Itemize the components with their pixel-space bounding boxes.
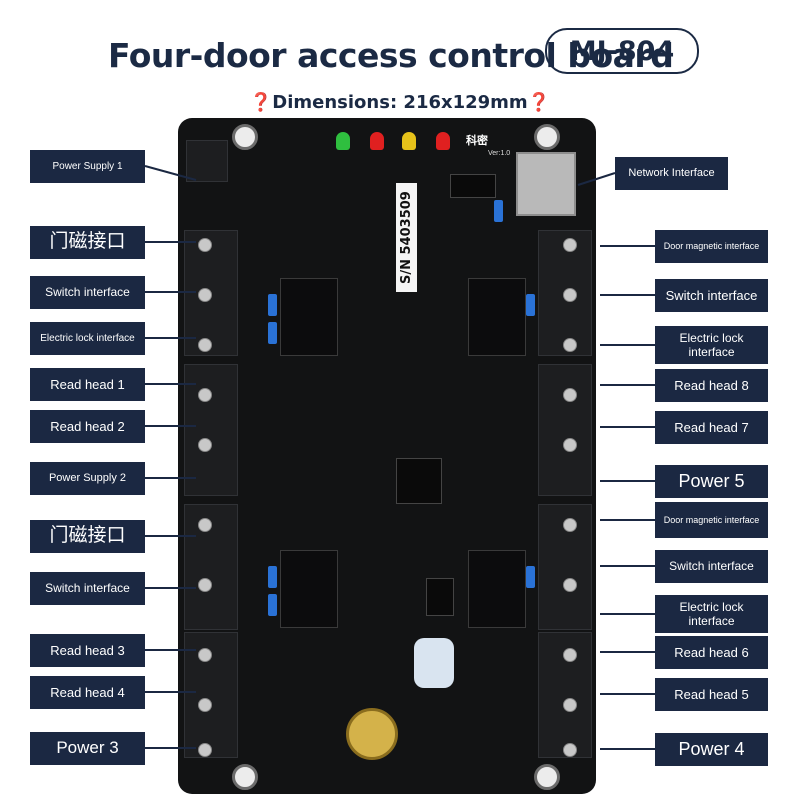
- label-read-head-6: Read head 6: [655, 636, 768, 669]
- capacitor-icon: [526, 566, 535, 588]
- label-switch-interface-left: Switch interface: [30, 276, 145, 309]
- screw-icon: [563, 238, 577, 252]
- label-read-head-2: Read head 2: [30, 410, 145, 443]
- label-switch-interface-left-2: Switch interface: [30, 572, 145, 605]
- relay: [468, 550, 526, 628]
- screw-icon: [198, 648, 212, 662]
- screw-icon: [563, 388, 577, 402]
- relay: [468, 278, 526, 356]
- label-read-head-3: Read head 3: [30, 634, 145, 667]
- label-electric-lock-left: Electric lock interface: [30, 322, 145, 355]
- led-red-icon: [436, 132, 450, 150]
- capacitor-icon: [268, 594, 277, 616]
- model-badge: MJ-804: [545, 28, 699, 74]
- mounting-hole: [232, 124, 258, 150]
- coin-battery: [346, 708, 398, 760]
- screw-icon: [563, 338, 577, 352]
- led-yellow-icon: [402, 132, 416, 150]
- screw-icon: [198, 288, 212, 302]
- qc-sticker: [414, 638, 454, 688]
- relay: [280, 550, 338, 628]
- brand-logo: 科密: [466, 135, 488, 147]
- screw-icon: [198, 388, 212, 402]
- screw-icon: [198, 438, 212, 452]
- serial-number-sticker: S/N 5403509: [396, 183, 417, 292]
- label-door-magnetic-left-2: 门磁接口: [30, 520, 145, 553]
- screw-icon: [563, 698, 577, 712]
- microcontroller-chip: [396, 458, 442, 504]
- mounting-hole: [534, 124, 560, 150]
- screw-icon: [198, 743, 212, 757]
- led-red-icon: [370, 132, 384, 150]
- capacitor-icon: [526, 294, 535, 316]
- label-power-supply-1: Power Supply 1: [30, 150, 145, 183]
- led-green-icon: [336, 132, 350, 150]
- mounting-hole: [534, 764, 560, 790]
- label-read-head-5: Read head 5: [655, 678, 768, 711]
- label-door-magnetic-right: Door magnetic interface: [655, 230, 768, 263]
- label-door-magnetic-right-2: Door magnetic interface: [655, 502, 768, 538]
- terminal-block: [538, 364, 592, 496]
- label-network-interface: Network Interface: [615, 157, 728, 190]
- control-board: 科密 Ver:1.0 S/N 5403509: [178, 118, 596, 794]
- label-power-3: Power 3: [30, 732, 145, 765]
- screw-icon: [563, 648, 577, 662]
- screw-icon: [198, 238, 212, 252]
- terminal-block: [538, 632, 592, 758]
- mounting-hole: [232, 764, 258, 790]
- network-chip: [450, 174, 496, 198]
- capacitor-icon: [494, 200, 503, 222]
- capacitor-icon: [268, 294, 277, 316]
- label-switch-interface-right: Switch interface: [655, 279, 768, 312]
- screw-icon: [563, 288, 577, 302]
- terminal-block: [184, 364, 238, 496]
- label-read-head-4: Read head 4: [30, 676, 145, 709]
- page-title: Four-door access control board: [108, 36, 674, 75]
- label-read-head-7: Read head 7: [655, 411, 768, 444]
- label-power-supply-2: Power Supply 2: [30, 462, 145, 495]
- dimensions-text: ❓Dimensions: 216x129mm❓: [249, 92, 551, 113]
- label-read-head-1: Read head 1: [30, 368, 145, 401]
- label-door-magnetic-left: 门磁接口: [30, 226, 145, 259]
- screw-icon: [198, 518, 212, 532]
- relay: [280, 278, 338, 356]
- label-power-4: Power 4: [655, 733, 768, 766]
- screw-icon: [563, 578, 577, 592]
- label-read-head-8: Read head 8: [655, 369, 768, 402]
- label-switch-interface-right-2: Switch interface: [655, 550, 768, 583]
- ic-chip: [426, 578, 454, 616]
- label-power-5: Power 5: [655, 465, 768, 498]
- screw-icon: [198, 578, 212, 592]
- label-electric-lock-right: Electric lock interface: [655, 326, 768, 364]
- board-version: Ver:1.0: [488, 150, 511, 157]
- power-terminal: [186, 140, 228, 182]
- capacitor-icon: [268, 322, 277, 344]
- label-electric-lock-right-2: Electric lock interface: [655, 595, 768, 633]
- network-port: [516, 152, 576, 216]
- capacitor-icon: [268, 566, 277, 588]
- screw-icon: [563, 743, 577, 757]
- screw-icon: [198, 698, 212, 712]
- screw-icon: [198, 338, 212, 352]
- screw-icon: [563, 518, 577, 532]
- screw-icon: [563, 438, 577, 452]
